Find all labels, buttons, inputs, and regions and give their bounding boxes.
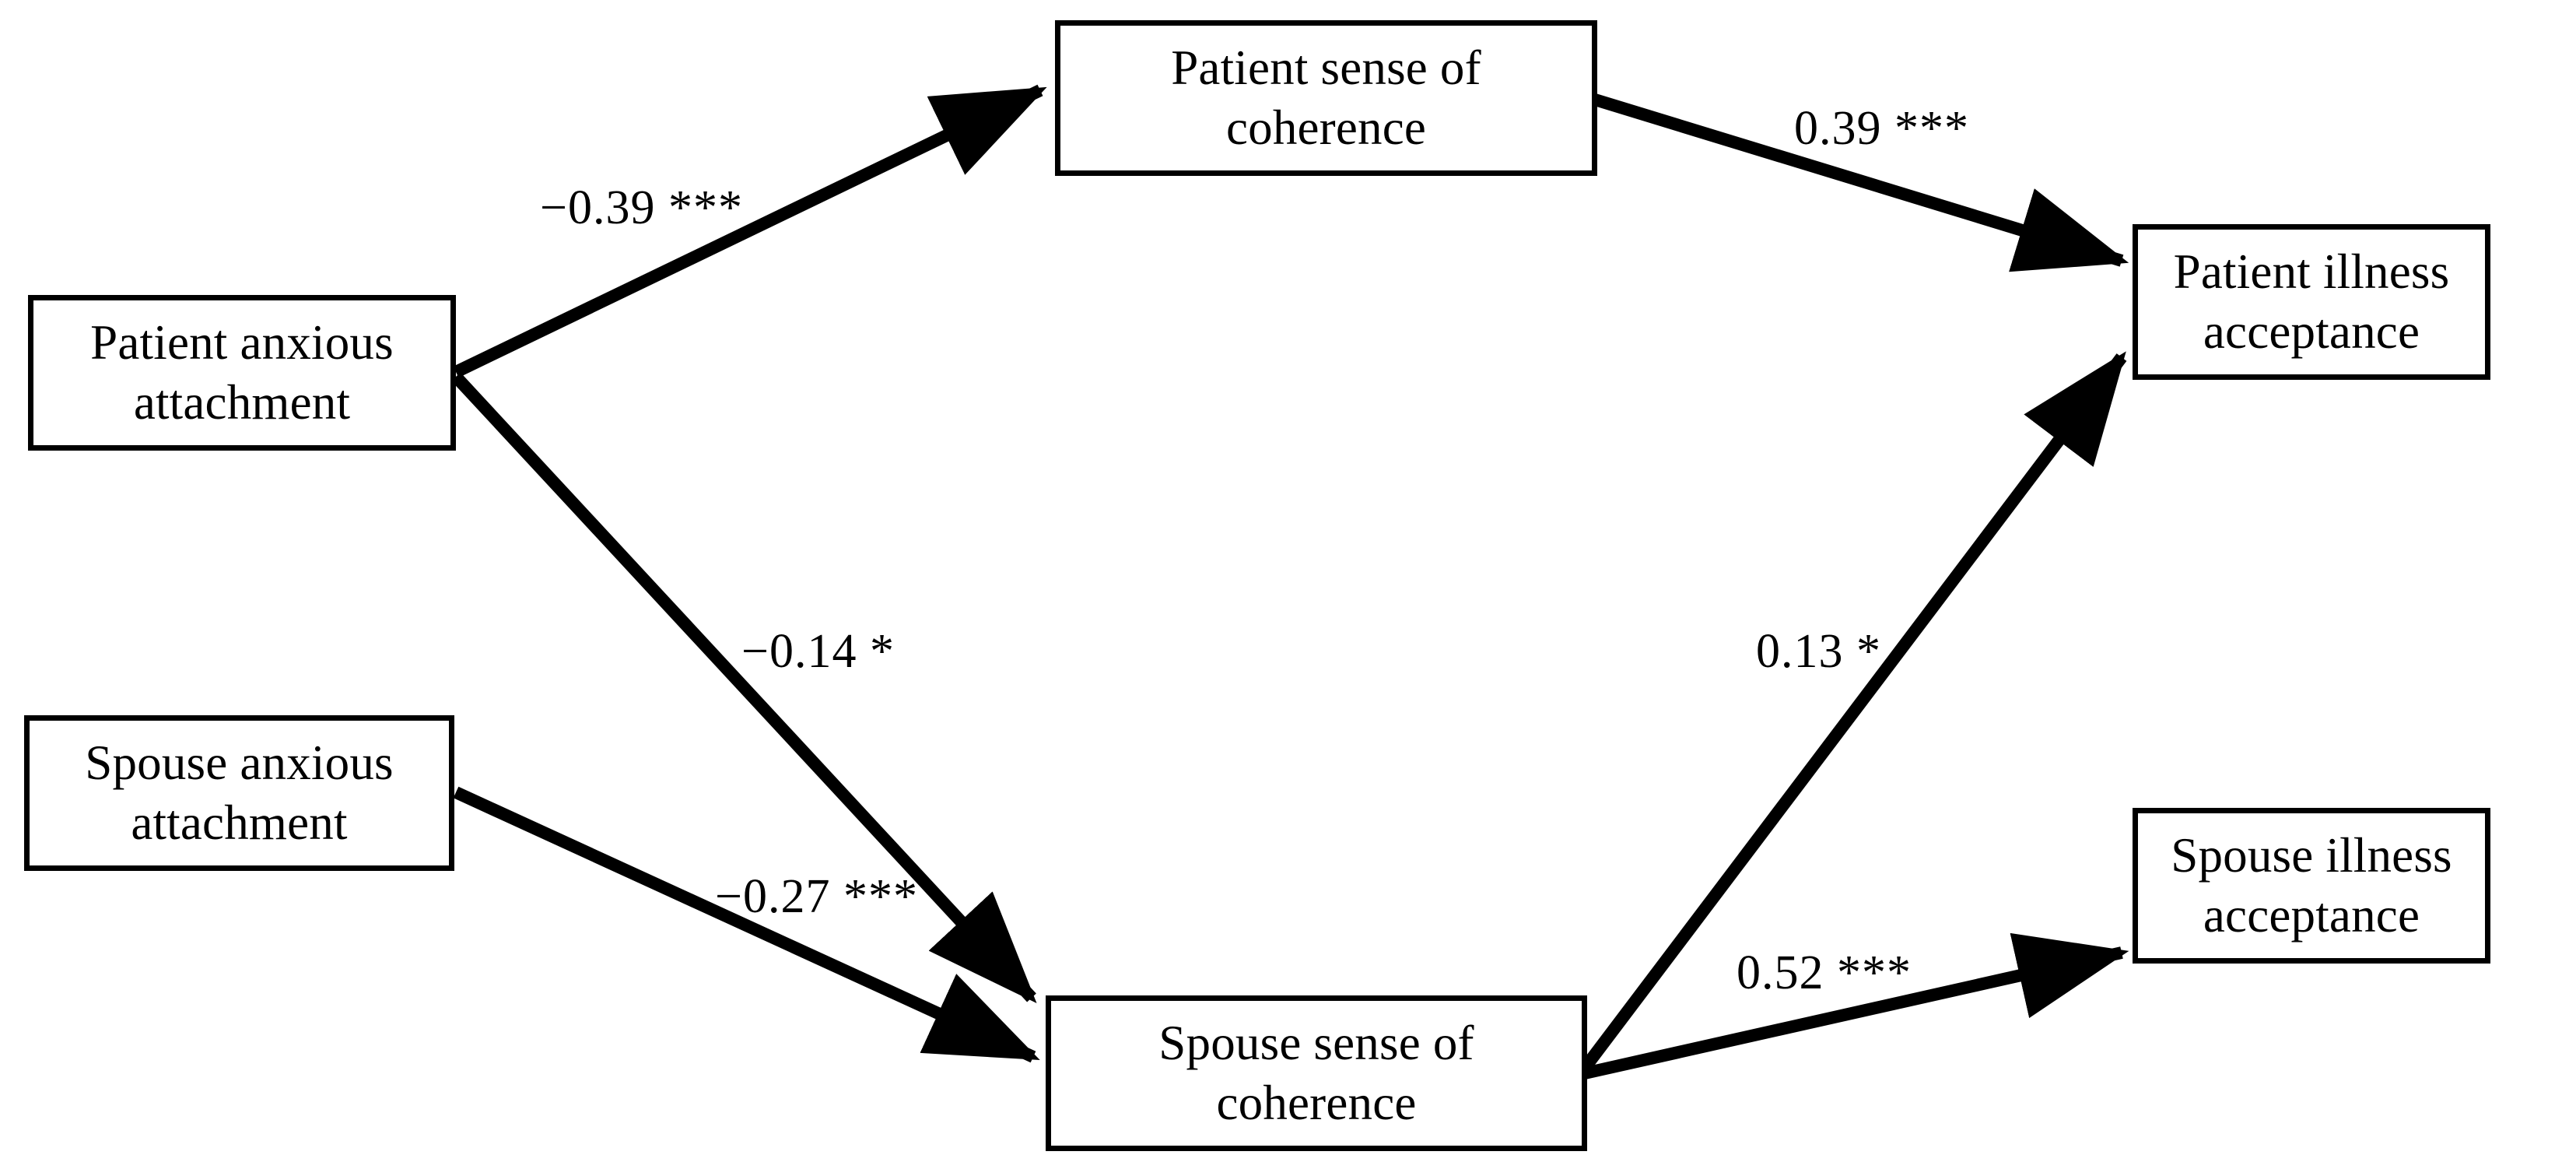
- path-label-spouse-soc-to-patient-illness-acceptance: 0.13 *: [1756, 625, 1881, 678]
- arrow-spouse-anxious-to-spouse-soc: [453, 786, 1040, 1063]
- arrow-spouse-soc-to-spouse-illness-acceptance: [1583, 932, 2129, 1079]
- arrow-patient-anxious-to-spouse-soc: [451, 372, 1037, 1004]
- path-label-patient-anxious-to-spouse-soc: −0.14 *: [741, 625, 895, 678]
- path-label-patient-anxious-to-patient-soc: −0.39 ***: [540, 181, 743, 234]
- arrow-spouse-soc-to-patient-illness-acceptance: [1579, 351, 2127, 1072]
- arrow-patient-soc-to-patient-illness-acceptance: [1593, 93, 2129, 272]
- path-label-spouse-anxious-to-spouse-soc: −0.27 ***: [715, 870, 918, 923]
- path-label-patient-soc-to-patient-illness-acceptance: 0.39 ***: [1794, 102, 1969, 155]
- path-label-spouse-soc-to-spouse-illness-acceptance: 0.52 ***: [1737, 946, 1912, 999]
- arrow-patient-anxious-to-patient-soc: [453, 84, 1047, 378]
